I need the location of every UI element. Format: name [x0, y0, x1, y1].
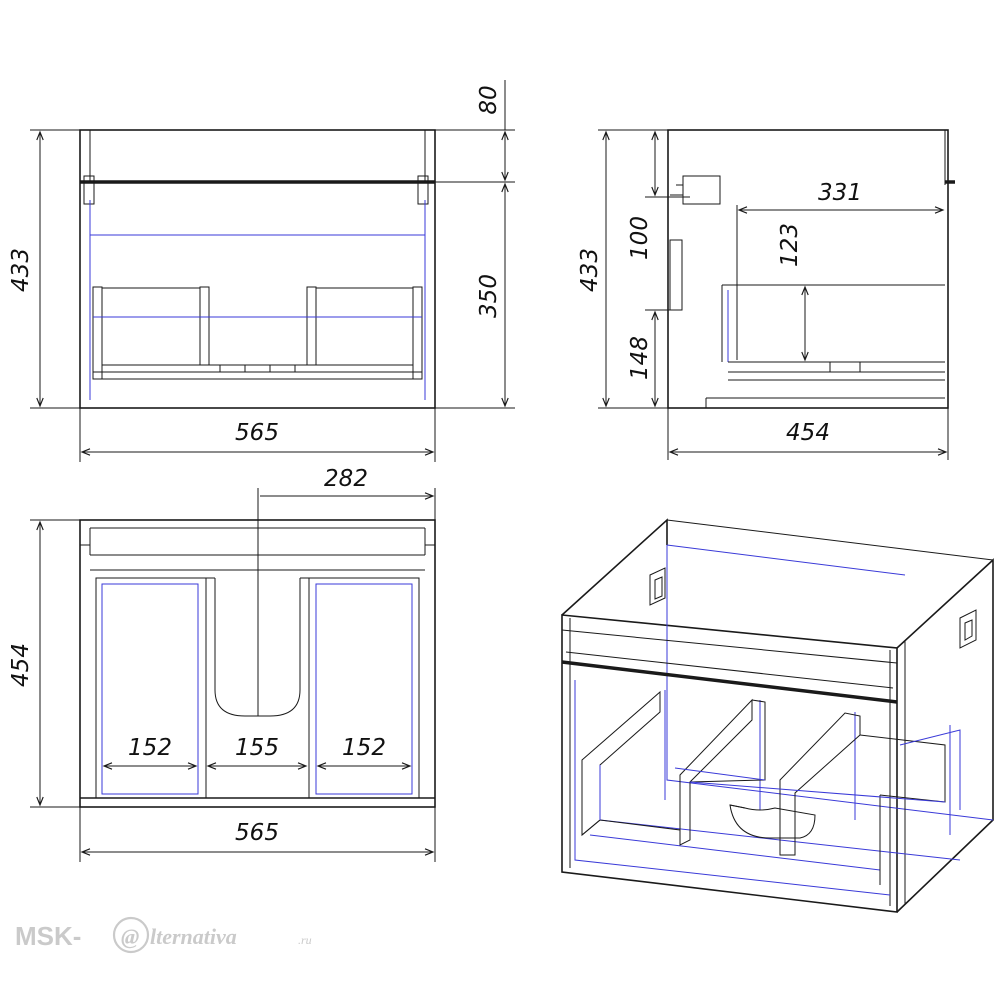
top-right-compartment-label: 152 — [342, 735, 386, 761]
top-half-width-label: 282 — [324, 466, 368, 492]
top-dimensions: 454 282 152 155 152 565 — [8, 466, 436, 862]
top-middle-compartment-label: 155 — [235, 735, 279, 761]
top-width-label: 565 — [235, 820, 279, 846]
side-dimensions: 433 100 148 331 123 454 — [577, 129, 949, 460]
top-depth-label: 454 — [8, 643, 34, 687]
front-dimensions: 433 565 80 350 — [8, 80, 515, 462]
front-height-label: 433 — [8, 248, 34, 292]
watermark-name: lternativa — [150, 924, 237, 949]
watermark-tld: .ru — [298, 933, 312, 947]
side-depth-label: 454 — [786, 420, 830, 446]
isometric-view — [561, 518, 994, 913]
side-lower-offset-label: 148 — [627, 336, 653, 380]
front-view — [79, 129, 436, 409]
top-left-compartment-label: 152 — [128, 735, 172, 761]
front-width-label: 565 — [235, 420, 279, 446]
side-basin-height-label: 123 — [777, 223, 803, 267]
side-view — [667, 129, 955, 409]
top-view — [79, 488, 436, 808]
front-top-band-label: 80 — [476, 85, 502, 114]
watermark-prefix: MSK- — [15, 921, 81, 951]
front-lower-height-label: 350 — [476, 274, 502, 318]
watermark-at: @ — [121, 924, 139, 949]
side-upper-offset-label: 100 — [627, 216, 653, 260]
side-basin-depth-label: 331 — [818, 180, 862, 206]
watermark-logo: MSK- @ lternativa .ru — [15, 916, 312, 954]
side-height-label: 433 — [577, 248, 603, 292]
